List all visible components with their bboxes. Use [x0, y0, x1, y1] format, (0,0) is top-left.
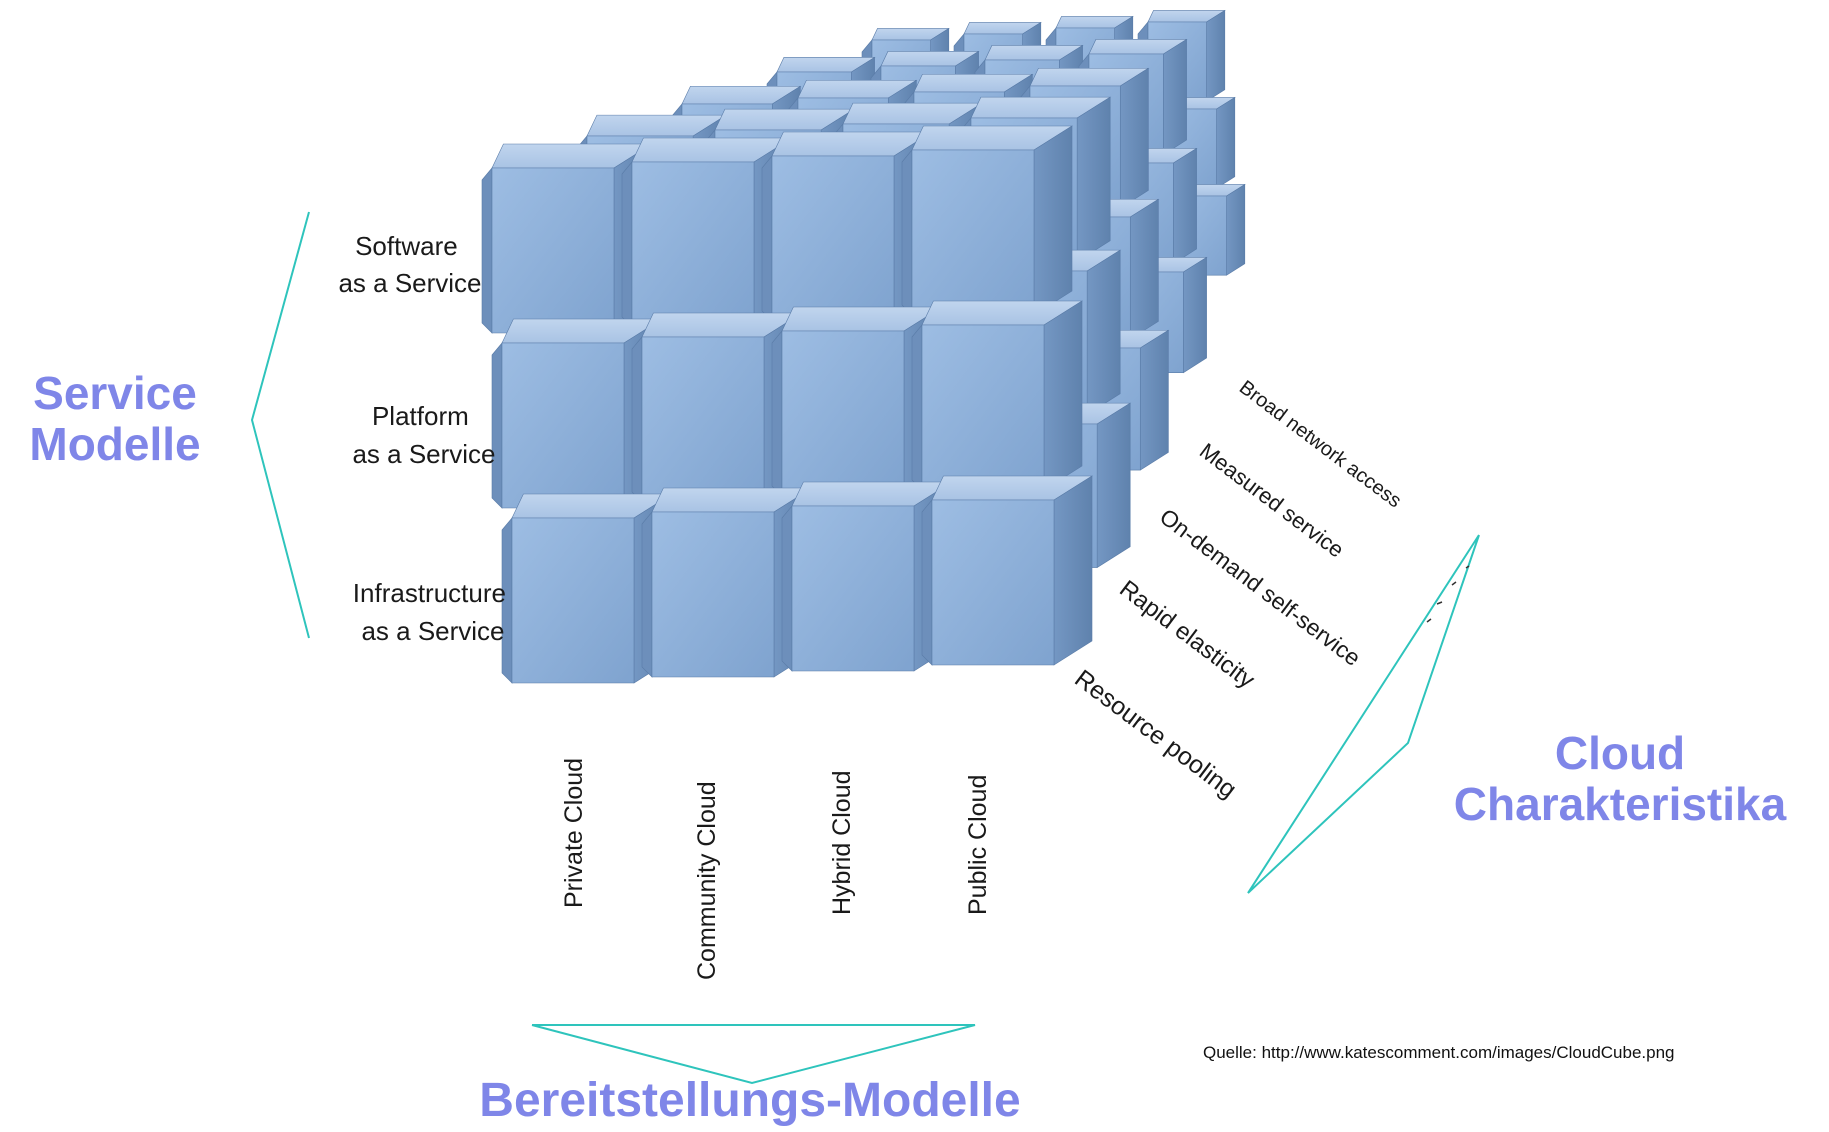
deployment-label-public: Public Cloud	[964, 775, 992, 915]
cube-side-face	[1216, 96, 1236, 189]
cube-side-face	[1086, 249, 1121, 416]
cube-side-face	[1053, 475, 1093, 666]
cube-side-face	[1206, 9, 1226, 102]
cube-left-face	[921, 499, 933, 666]
cube-front-face	[511, 517, 635, 684]
cube-side-face	[1173, 147, 1197, 265]
cube-front-face	[491, 167, 615, 334]
deployment-label-private: Private Cloud	[560, 758, 588, 908]
cube-side-face	[1033, 125, 1073, 316]
cube	[921, 475, 1094, 666]
service-models-bracket	[250, 211, 310, 639]
cube-front-face	[631, 161, 755, 328]
cube-left-face	[491, 342, 503, 509]
service-label-saas: Software as a Service	[338, 231, 481, 298]
cube-side-face	[1119, 67, 1149, 209]
cube-left-face	[621, 161, 633, 328]
cube-left-face	[901, 149, 913, 316]
deployment-label-community: Community Cloud	[693, 781, 721, 980]
cube-left-face	[771, 330, 783, 497]
service-models-heading-line1: Service	[33, 367, 197, 419]
cube-left-face	[761, 155, 773, 322]
cube-front-face	[501, 342, 625, 509]
cube-front-face	[931, 499, 1055, 666]
cube-side-face	[1096, 402, 1131, 569]
deployment-label-hybrid: Hybrid Cloud	[828, 770, 856, 915]
source-citation: Quelle: http://www.katescomment.com/imag…	[1203, 1043, 1675, 1062]
cube-side-face	[1076, 96, 1111, 263]
deployment-model-labels: Private Cloud Community Cloud Hybrid Clo…	[560, 758, 992, 980]
cube-side-face	[1163, 38, 1187, 156]
cloud-characteristics-heading-line1: Cloud	[1554, 727, 1686, 779]
cube-left-face	[641, 511, 653, 678]
service-model-labels: Software as a Service Platform as a Serv…	[338, 231, 513, 646]
cube-front-face	[651, 511, 775, 678]
service-label-iaas: Infrastructure as a Service	[353, 578, 513, 646]
cube-left-face	[781, 505, 793, 672]
cube-left-face	[911, 324, 923, 491]
cube-side-face	[1129, 198, 1159, 340]
cube-side-face	[1226, 183, 1246, 276]
characteristic-label-rapid-elasticity: Rapid elasticity	[1114, 575, 1259, 694]
cube-left-face	[631, 336, 643, 503]
cube-front-face	[911, 149, 1035, 316]
service-label-paas: Platform as a Service	[352, 401, 495, 469]
cube	[911, 300, 1084, 491]
cloud-characteristics-bracket	[1247, 534, 1480, 894]
cloud-characteristics-heading-line2: Charakteristika	[1453, 777, 1787, 830]
cloud-characteristics-heading: Cloud Charakteristika	[1420, 728, 1820, 829]
cube-front-face	[641, 336, 765, 503]
cube-side-face	[1183, 256, 1207, 374]
characteristic-label-resource-pooling: Resource pooling	[1069, 664, 1241, 803]
service-models-heading-line2: Modelle	[29, 417, 201, 470]
cube-front-face	[771, 155, 895, 322]
bracket-tick-marks	[1426, 565, 1470, 623]
cube-side-face	[1043, 300, 1083, 491]
cube-front-face	[921, 324, 1045, 491]
cube-side-face	[1139, 329, 1169, 471]
cube-front-face	[781, 330, 905, 497]
cube-left-face	[481, 167, 493, 334]
cube-grid	[481, 9, 1246, 684]
deployment-models-bracket	[531, 1024, 976, 1085]
cube-front-face	[791, 505, 915, 672]
service-models-heading: Service Modelle	[0, 368, 230, 469]
cube	[901, 125, 1074, 316]
deployment-models-heading: Bereitstellungs-Modelle	[479, 1074, 1021, 1127]
